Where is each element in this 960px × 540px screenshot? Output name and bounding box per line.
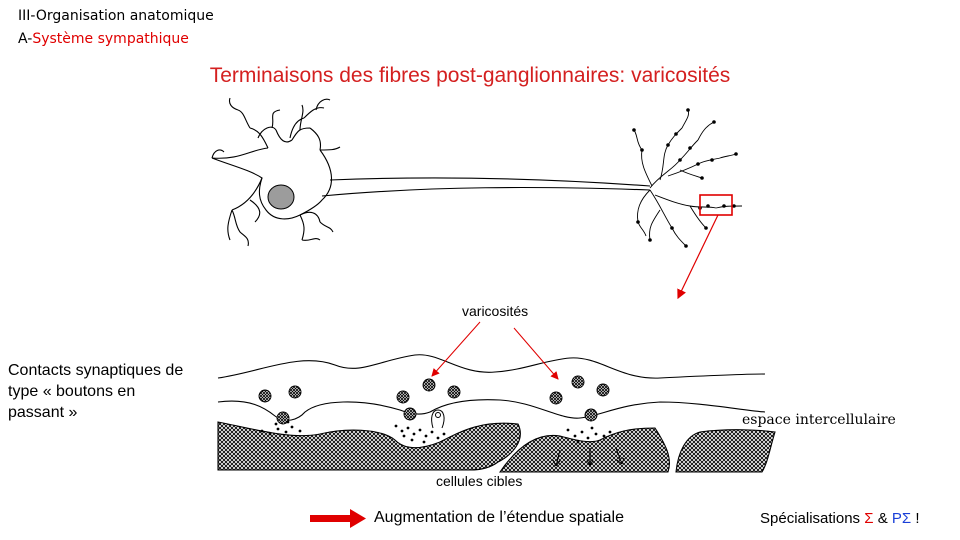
- neuron-nucleus: [267, 184, 295, 210]
- vesicles: [258, 375, 610, 425]
- varicosites-label: varicosités: [462, 303, 529, 319]
- subsection-prefix: A-: [18, 31, 33, 47]
- zoom-box: [699, 194, 733, 216]
- exocytosis: [431, 409, 445, 429]
- sigma-symbol: Σ: [864, 510, 874, 527]
- p-sigma-symbol: PΣ: [891, 510, 912, 527]
- augmentation-arrow: [310, 509, 366, 528]
- augmentation-label: Augmentation de l’étendue spatiale: [374, 509, 624, 526]
- varicosite-arrow-left: [431, 321, 481, 377]
- section-heading: III-Organisation anatomique: [18, 8, 214, 24]
- zoom-arrow: [677, 214, 719, 300]
- axon-membrane: [217, 354, 766, 421]
- exclaim: !: [915, 510, 920, 527]
- subsection-title: Système sympathique: [32, 31, 189, 47]
- specialisations-label: Spécialisations Σ & PΣ !: [760, 510, 920, 527]
- slide-title: Terminaisons des fibres post-ganglionnai…: [209, 64, 731, 87]
- released-transmitter: [260, 420, 612, 444]
- neuron-soma: [211, 97, 341, 247]
- terminal-varicosities: [632, 108, 738, 248]
- terminal-arborisation: [633, 109, 743, 247]
- ampersand: &: [877, 510, 888, 527]
- axon: [321, 177, 651, 197]
- espace-label: espace intercellulaire: [742, 412, 896, 428]
- varicosite-arrow-right: [513, 327, 559, 380]
- contacts-label: Contacts synaptiques de type « boutons e…: [8, 362, 184, 421]
- target-cells: [217, 421, 776, 473]
- receptor-arrows: [552, 447, 625, 467]
- subsection-heading: A-Système sympathique: [18, 31, 189, 47]
- specialisations-prefix: Spécialisations: [760, 510, 861, 527]
- cellules-label: cellules cibles: [436, 473, 523, 489]
